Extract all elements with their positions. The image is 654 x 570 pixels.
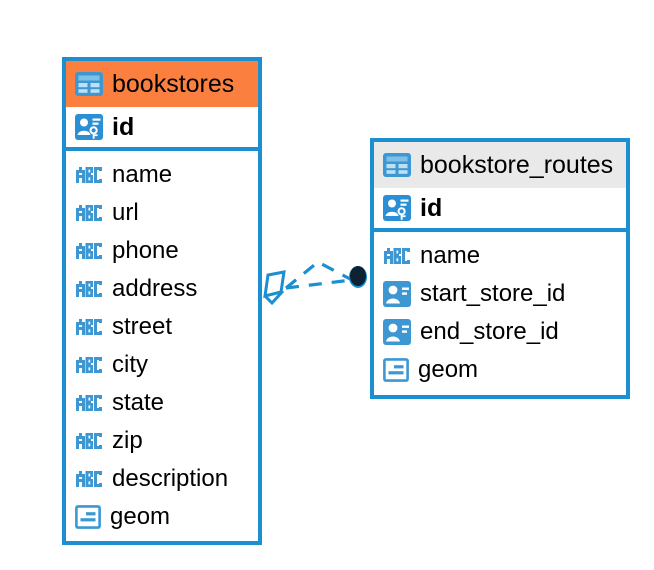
primary-key-icon bbox=[383, 194, 411, 222]
relationship-line-lower bbox=[285, 278, 353, 290]
field-row[interactable]: start_store_id bbox=[374, 275, 626, 313]
abc-text-icon bbox=[75, 470, 103, 488]
abc-text-icon bbox=[75, 356, 103, 374]
field-label: geom bbox=[110, 503, 171, 530]
entity-header-bookstore-routes[interactable]: bookstore_routes bbox=[374, 142, 626, 188]
abc-text-icon bbox=[75, 242, 103, 260]
abc-text-icon bbox=[75, 318, 103, 336]
diamond-marker-tail bbox=[263, 289, 285, 306]
abc-text-icon bbox=[75, 394, 103, 412]
field-row[interactable]: street bbox=[66, 308, 258, 346]
field-label: start_store_id bbox=[420, 280, 566, 307]
table-icon bbox=[75, 72, 103, 96]
field-label: state bbox=[112, 389, 165, 416]
field-row[interactable]: url bbox=[66, 194, 258, 232]
field-row[interactable]: address bbox=[66, 270, 258, 308]
field-label: description bbox=[112, 465, 229, 492]
field-label: end_store_id bbox=[420, 318, 559, 345]
abc-text-icon bbox=[75, 204, 103, 222]
field-row[interactable]: phone bbox=[66, 232, 258, 270]
foreign-key-icon bbox=[383, 281, 411, 307]
abc-text-icon bbox=[383, 247, 411, 265]
field-list-bookstores: name url bbox=[66, 151, 258, 540]
primary-key-icon bbox=[75, 113, 103, 141]
entity-title: bookstores bbox=[112, 69, 235, 98]
field-label: city bbox=[112, 351, 148, 378]
entity-bookstore-routes[interactable]: bookstore_routes id bbox=[370, 138, 630, 399]
field-row[interactable]: geom bbox=[374, 351, 626, 389]
relationship-line-upper bbox=[284, 260, 353, 290]
field-list-bookstore-routes: name start_store_id bbox=[374, 232, 626, 393]
entity-bookstores[interactable]: bookstores id bbox=[62, 57, 262, 545]
field-label: address bbox=[112, 275, 198, 302]
field-row[interactable]: zip bbox=[66, 422, 258, 460]
field-row[interactable]: city bbox=[66, 346, 258, 384]
field-row[interactable]: name bbox=[374, 237, 626, 275]
geometry-icon bbox=[383, 358, 409, 382]
diamond-marker bbox=[263, 270, 286, 298]
filled-circle-marker-ring bbox=[349, 266, 367, 288]
field-row[interactable]: name bbox=[66, 156, 258, 194]
geometry-icon bbox=[75, 505, 101, 529]
primary-key-row[interactable]: id bbox=[374, 188, 626, 232]
primary-key-row[interactable]: id bbox=[66, 107, 258, 151]
field-row[interactable]: geom bbox=[66, 498, 258, 536]
field-label: phone bbox=[112, 237, 179, 264]
field-row[interactable]: state bbox=[66, 384, 258, 422]
table-icon bbox=[383, 153, 411, 177]
abc-text-icon bbox=[75, 280, 103, 298]
filled-circle-marker bbox=[350, 266, 366, 286]
primary-key-label: id bbox=[420, 193, 443, 222]
field-row[interactable]: end_store_id bbox=[374, 313, 626, 351]
foreign-key-icon bbox=[383, 319, 411, 345]
entity-header-bookstores[interactable]: bookstores bbox=[66, 61, 258, 107]
field-label: url bbox=[112, 199, 139, 226]
field-label: name bbox=[112, 161, 173, 188]
abc-text-icon bbox=[75, 166, 103, 184]
abc-text-icon bbox=[75, 432, 103, 450]
field-label: geom bbox=[418, 356, 479, 383]
field-row[interactable]: description bbox=[66, 460, 258, 498]
field-label: zip bbox=[112, 427, 143, 454]
field-label: street bbox=[112, 313, 173, 340]
field-label: name bbox=[420, 242, 481, 269]
primary-key-label: id bbox=[112, 112, 135, 141]
entity-title: bookstore_routes bbox=[420, 150, 614, 179]
